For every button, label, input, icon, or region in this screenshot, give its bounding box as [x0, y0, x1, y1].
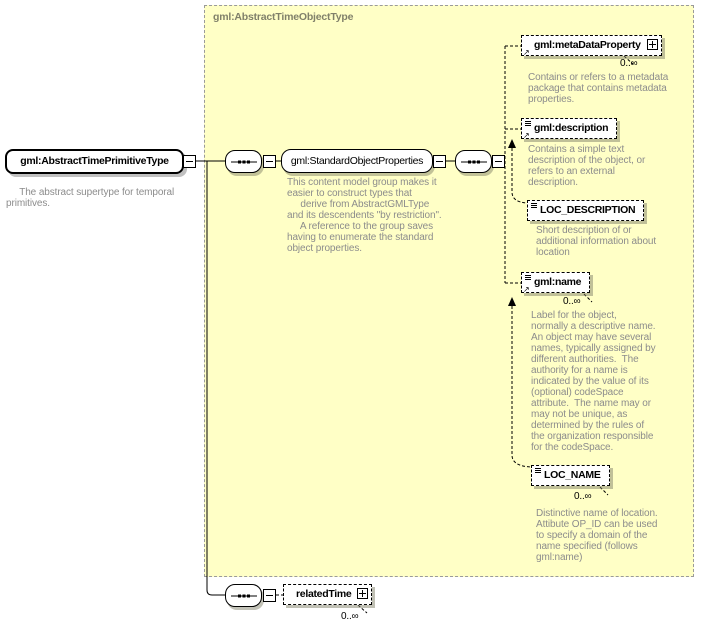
description-annotation: Contains a simple text description of th… — [528, 144, 646, 188]
occurrence-label: 0..∞ — [574, 491, 592, 502]
reference-arrow-icon: ↗ — [523, 285, 530, 294]
expand-toggle-related-time[interactable] — [357, 588, 369, 599]
element-label: gml:AbstractTimePrimitiveType — [20, 155, 169, 167]
reference-arrow-icon: ↗ — [523, 131, 530, 140]
complex-type-title: gml:AbstractTimeObjectType — [213, 11, 354, 23]
element-loc-name[interactable]: LOC_NAME — [531, 465, 610, 486]
loc-description-annotation: Short description of or additional infor… — [536, 225, 657, 258]
element-loc-description[interactable]: LOC_DESCRIPTION — [527, 200, 645, 221]
element-metadata-property[interactable]: ↗ gml:metaDataProperty — [521, 35, 662, 57]
occurrence-label: 0..∞ — [563, 296, 581, 307]
sequence-glyph — [230, 594, 257, 597]
sequence-icon[interactable] — [455, 150, 492, 173]
metadata-property-annotation: Contains or refers to a metadata package… — [528, 72, 669, 105]
occurrence-label: 0..∞ — [341, 611, 359, 622]
group-annotation: This content model group makes it easier… — [287, 177, 442, 254]
collapse-toggle-group[interactable] — [433, 155, 446, 168]
occurrence-label: 0..∞ — [620, 58, 638, 69]
complex-type-container — [204, 5, 694, 577]
sequence-icon[interactable] — [225, 584, 262, 607]
collapse-toggle-sequence-2[interactable] — [492, 155, 505, 168]
element-label: gml:name — [534, 276, 582, 288]
sequence-glyph — [460, 160, 487, 163]
substitution-group-icon — [535, 468, 541, 473]
group-standard-object-properties[interactable]: gml:StandardObjectProperties — [281, 149, 433, 173]
substitution-group-icon — [531, 203, 537, 208]
element-label: gml:metaDataProperty — [534, 39, 641, 51]
sequence-icon[interactable] — [225, 150, 262, 173]
root-annotation: The abstract supertype for temporal prim… — [6, 187, 175, 209]
sequence-glyph — [230, 160, 257, 163]
element-abstract-time-primitive-type[interactable]: gml:AbstractTimePrimitiveType — [5, 149, 184, 174]
collapse-toggle-root[interactable] — [183, 155, 196, 168]
reference-arrow-icon: ↗ — [523, 48, 530, 57]
element-label: gml:description — [534, 122, 609, 134]
element-label: relatedTime — [296, 588, 352, 600]
collapse-toggle-sequence-3[interactable] — [263, 589, 276, 602]
name-annotation: Label for the object, normally a descrip… — [531, 310, 656, 453]
expand-toggle-metadata-property[interactable] — [646, 39, 658, 50]
element-description[interactable]: ↗ gml:description — [521, 118, 618, 140]
loc-name-annotation: Distinctive name of location. Attibute O… — [536, 508, 658, 563]
element-label: LOC_DESCRIPTION — [540, 204, 636, 216]
collapse-toggle-sequence-1[interactable] — [263, 155, 276, 168]
group-label: gml:StandardObjectProperties — [290, 155, 424, 167]
element-label: LOC_NAME — [544, 469, 601, 481]
element-name[interactable]: ↗ gml:name — [521, 272, 591, 294]
element-related-time[interactable]: relatedTime — [283, 584, 373, 605]
substitution-group-icon — [525, 275, 531, 280]
substitution-group-icon — [525, 121, 531, 126]
